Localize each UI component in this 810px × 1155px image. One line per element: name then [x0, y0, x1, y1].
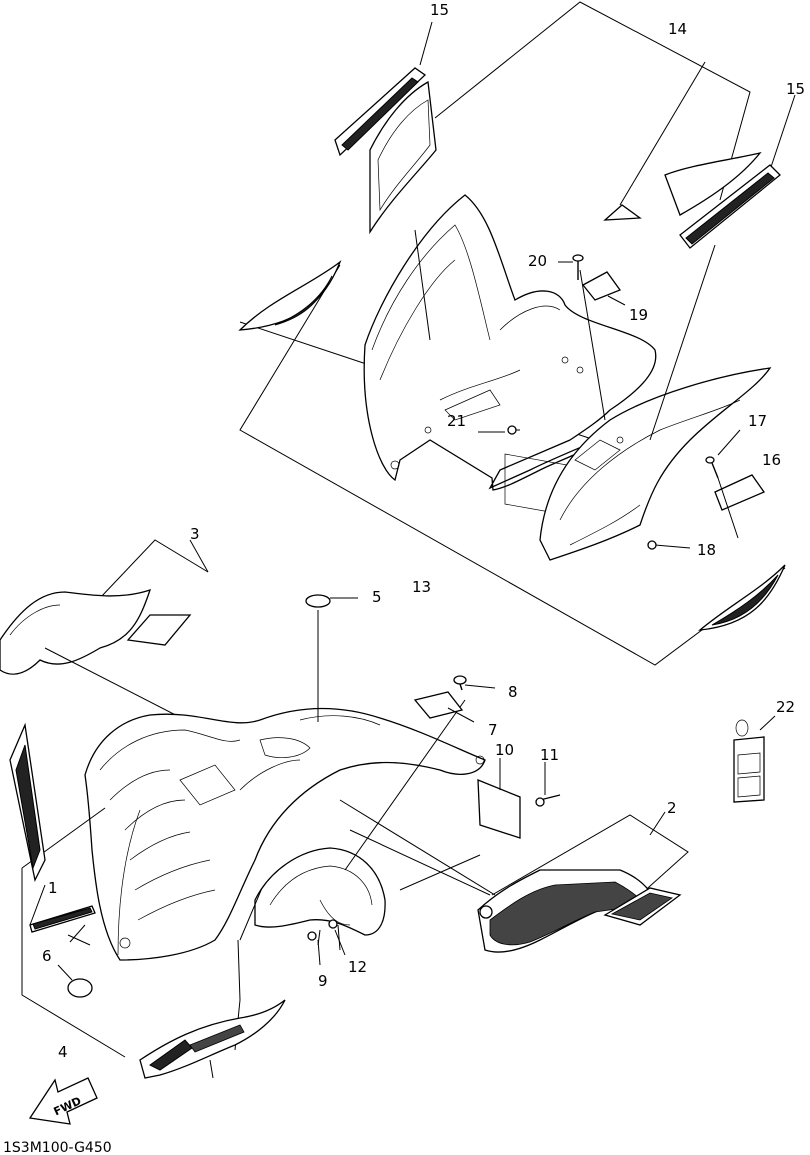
callout-15-left: 15	[430, 1, 449, 19]
diagram-code: 1S3M100-G450	[3, 1140, 112, 1155]
decal-15-right	[679, 94, 796, 249]
callout-1: 1	[48, 879, 58, 897]
callout-16: 16	[762, 451, 781, 469]
tag-22	[733, 715, 776, 803]
small-parts-rear	[478, 254, 765, 550]
plate-10-screw-11	[477, 758, 561, 839]
rear-fender-assembly	[238, 194, 786, 666]
front-fender-assembly	[0, 539, 496, 1058]
decal-14	[434, 1, 762, 221]
callout-17: 17	[748, 412, 767, 430]
callout-19: 19	[629, 306, 648, 324]
callout-11: 11	[540, 746, 559, 764]
decal-4	[139, 999, 286, 1079]
callout-15-right: 15	[786, 80, 805, 98]
callout-9: 9	[318, 972, 328, 990]
callout-3: 3	[190, 525, 200, 543]
nuts-9-12	[307, 919, 346, 966]
callout-6: 6	[42, 947, 52, 965]
callout-20: 20	[528, 252, 547, 270]
emblem-6	[57, 964, 93, 998]
callout-21: 21	[447, 412, 466, 430]
callout-12: 12	[348, 958, 367, 976]
callout-22: 22	[776, 698, 795, 716]
callout-labels: 1 2 3 4 5 6 7 8 9 10 11 12 13 14 15 15 1…	[42, 1, 805, 1061]
decal-15-left	[334, 21, 437, 235]
callout-7: 7	[488, 721, 498, 739]
callout-5: 5	[372, 588, 382, 606]
callout-4: 4	[58, 1043, 68, 1061]
callout-8: 8	[508, 683, 518, 701]
callout-18: 18	[697, 541, 716, 559]
callout-2: 2	[667, 799, 677, 817]
decal-7-and-screw-8	[413, 675, 496, 723]
forward-arrow-icon: FWD	[28, 1077, 98, 1125]
decal-2	[477, 811, 689, 953]
emblem-5	[305, 594, 331, 608]
callout-14: 14	[668, 20, 687, 38]
callout-10: 10	[495, 741, 514, 759]
decal-1	[9, 722, 96, 943]
callout-13: 13	[412, 578, 431, 596]
